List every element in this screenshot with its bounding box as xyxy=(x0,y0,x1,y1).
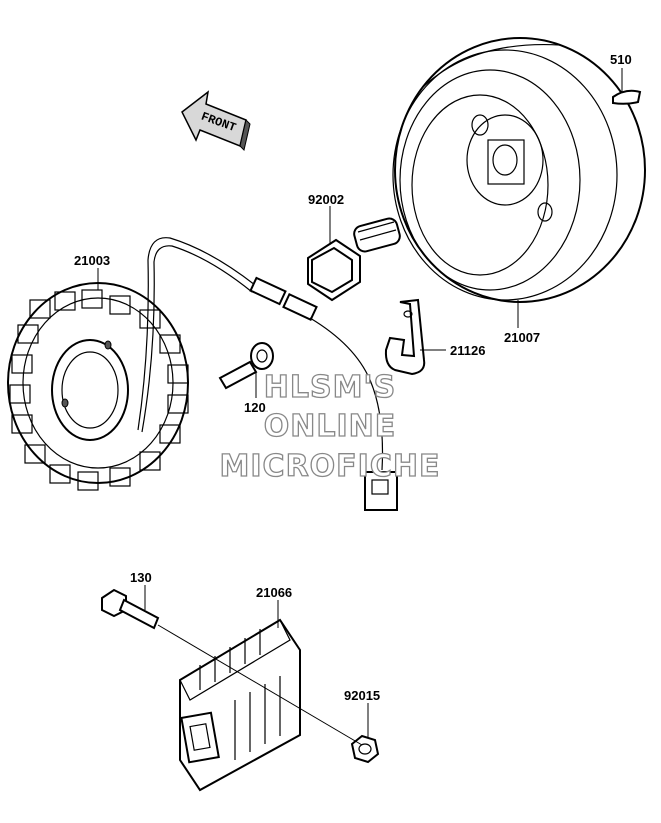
flange-bolt-130 xyxy=(101,588,160,630)
socket-bolt-120 xyxy=(218,342,274,390)
woodruff-key xyxy=(612,89,642,105)
label-21003: 21003 xyxy=(74,253,110,268)
stator-coil xyxy=(7,282,189,491)
label-510: 510 xyxy=(610,52,632,67)
wire-clamp xyxy=(384,298,426,376)
label-21126: 21126 xyxy=(450,343,485,358)
label-21066: 21066 xyxy=(256,585,292,600)
front-arrow-icon: FRONT xyxy=(181,90,251,151)
watermark-line2: ONLINE xyxy=(264,409,397,444)
label-130: 130 xyxy=(130,570,152,585)
label-92002: 92002 xyxy=(308,192,344,207)
leader-lines xyxy=(97,68,623,746)
label-120: 120 xyxy=(244,400,266,415)
label-21007: 21007 xyxy=(504,330,540,345)
watermark-line1: HLSM'S xyxy=(264,370,396,405)
flange-bolt-92002 xyxy=(307,217,401,302)
part-labels: 510 92002 21003 21007 21126 120 130 2106… xyxy=(74,52,632,703)
watermark-line3: MICROFICHE xyxy=(220,449,441,484)
regulator-rectifier xyxy=(179,618,301,792)
flange-nut-92015 xyxy=(350,734,380,764)
wire-harness xyxy=(137,237,398,511)
watermark: HLSM'S ONLINE MICROFICHE xyxy=(219,369,441,484)
flywheel-rotor xyxy=(392,37,646,303)
label-92015: 92015 xyxy=(344,688,380,703)
